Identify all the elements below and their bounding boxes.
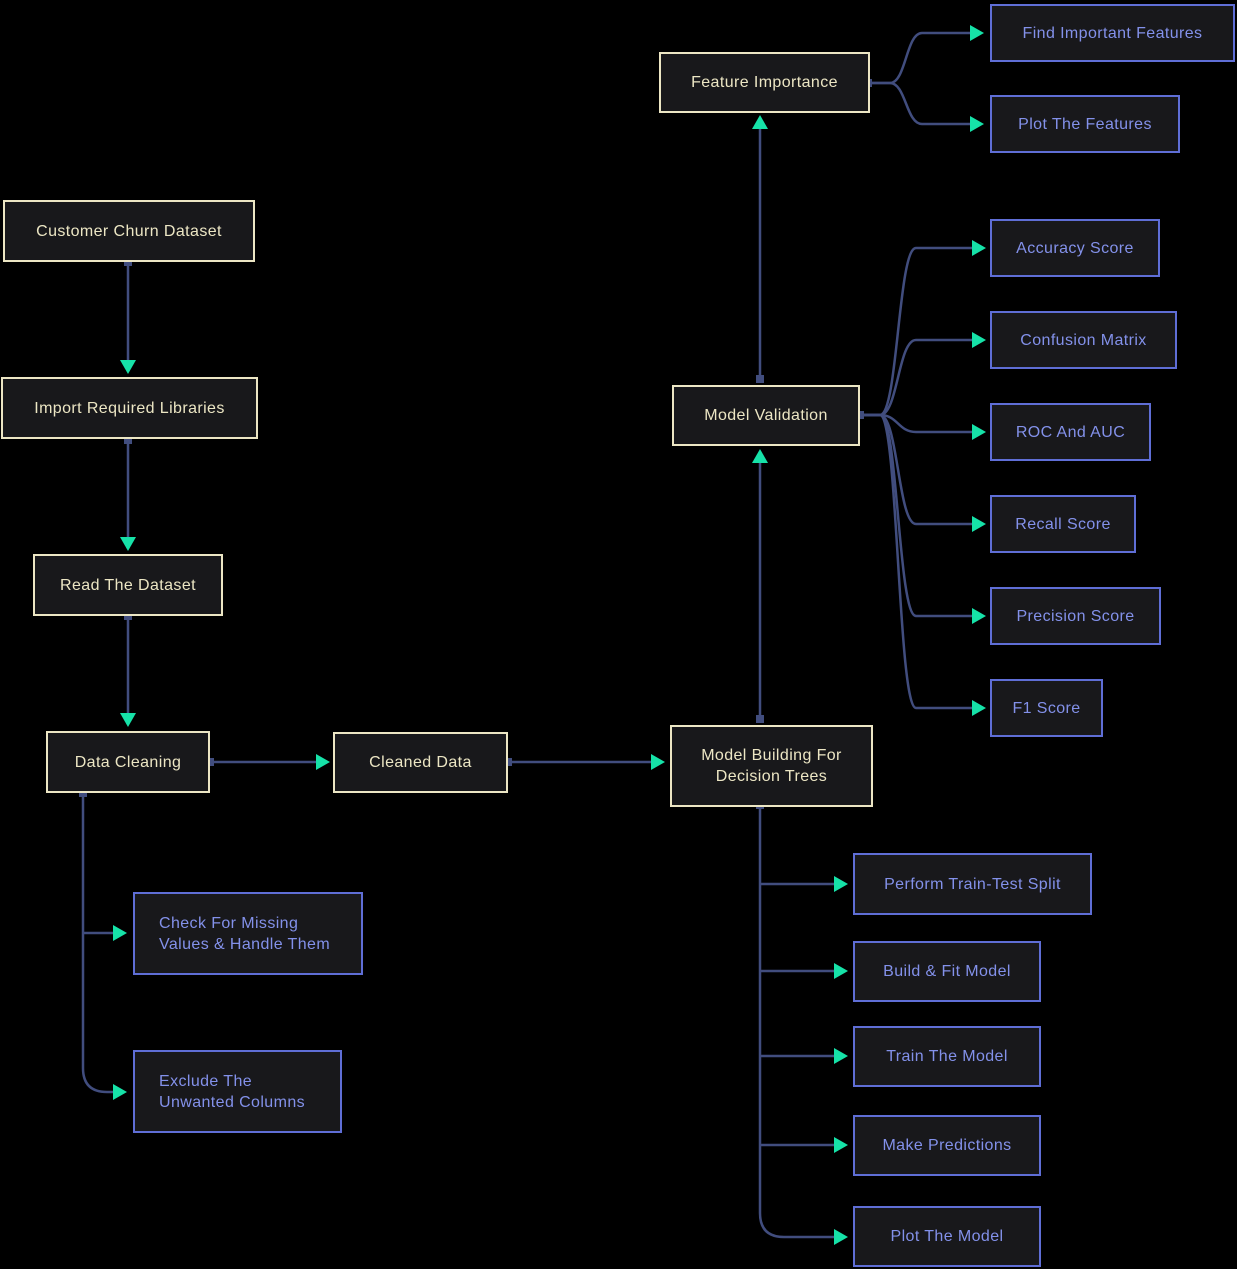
node-build-fit-model[interactable]: Build & Fit Model [853, 941, 1041, 1002]
node-plot-the-features[interactable]: Plot The Features [990, 95, 1180, 153]
node-feature-importance[interactable]: Feature Importance [659, 52, 870, 113]
node-data-cleaning[interactable]: Data Cleaning [46, 731, 210, 793]
arrowhead-right-icon [972, 700, 986, 716]
arrowhead-right-icon [972, 240, 986, 256]
edge-model-building-to-validation [752, 449, 768, 723]
arrowhead-right-icon [970, 25, 984, 41]
node-exclude-unwanted-columns-label: Exclude The Unwanted Columns [159, 1072, 306, 1111]
node-feature-importance-label: Feature Importance [691, 74, 838, 91]
edge-import-to-read [120, 436, 136, 551]
edge-cleaned-data-to-model-building [504, 754, 665, 770]
node-model-validation-label: Model Validation [704, 407, 828, 424]
node-plot-the-features-label: Plot The Features [1018, 115, 1152, 133]
node-train-the-model[interactable]: Train The Model [853, 1026, 1041, 1087]
node-model-building-decision-trees-label: Model Building For Decision Trees [701, 747, 842, 785]
node-roc-and-auc[interactable]: ROC And AUC [990, 403, 1151, 461]
node-build-fit-model-label: Build & Fit Model [883, 963, 1011, 980]
arrowhead-right-icon [972, 332, 986, 348]
node-data-cleaning-label: Data Cleaning [74, 753, 182, 771]
node-precision-score[interactable]: Precision Score [990, 587, 1161, 645]
node-perform-train-test-split[interactable]: Perform Train-Test Split [853, 853, 1092, 915]
node-accuracy-score[interactable]: Accuracy Score [990, 219, 1160, 277]
edge-validation-to-feature-importance [752, 115, 768, 383]
node-accuracy-score-label: Accuracy Score [1016, 239, 1134, 257]
node-roc-and-auc-label: ROC And AUC [1015, 423, 1126, 441]
arrowhead-right-icon [972, 516, 986, 532]
node-train-the-model-label: Train The Model [886, 1048, 1008, 1065]
arrowhead-down-icon [120, 360, 136, 374]
node-find-important-features[interactable]: Find Important Features [990, 4, 1235, 62]
edge-cleaning-to-cleaned-data [206, 754, 330, 770]
node-check-for-missing-values-label: Check For Missing Values & Handle Them [159, 914, 331, 953]
node-exclude-unwanted-columns[interactable]: Exclude The Unwanted Columns [133, 1050, 342, 1133]
arrowhead-right-icon [834, 963, 848, 979]
arrowhead-down-icon [120, 713, 136, 727]
arrowhead-right-icon [834, 876, 848, 892]
node-plot-the-model[interactable]: Plot The Model [853, 1206, 1041, 1267]
edge-read-to-cleaning [120, 612, 136, 727]
node-customer-churn-dataset[interactable]: Customer Churn Dataset [3, 200, 255, 262]
arrowhead-up-icon [752, 449, 768, 463]
node-model-building-decision-trees[interactable]: Model Building For Decision Trees [670, 725, 873, 807]
node-customer-churn-dataset-label: Customer Churn Dataset [36, 222, 222, 240]
node-make-predictions[interactable]: Make Predictions [853, 1115, 1041, 1176]
node-model-validation[interactable]: Model Validation [672, 385, 860, 446]
node-precision-score-label: Precision Score [1016, 607, 1135, 625]
arrowhead-right-icon [972, 424, 986, 440]
arrowhead-right-icon [316, 754, 330, 770]
node-recall-score[interactable]: Recall Score [990, 495, 1136, 553]
arrowhead-down-icon [120, 537, 136, 551]
arrowhead-right-icon [113, 925, 127, 941]
node-import-required-libraries-label: Import Required Libraries [34, 399, 225, 417]
node-f1-score[interactable]: F1 Score [990, 679, 1103, 737]
edge-data-cleaning-steps [79, 789, 127, 1100]
arrowhead-right-icon [834, 1048, 848, 1064]
arrowhead-right-icon [834, 1137, 848, 1153]
arrowhead-right-icon [651, 754, 665, 770]
node-make-predictions-label: Make Predictions [882, 1137, 1012, 1154]
node-f1-score-label: F1 Score [1012, 699, 1081, 717]
arrowhead-up-icon [752, 115, 768, 129]
edge-model-validation-branches [856, 240, 986, 716]
node-confusion-matrix-label: Confusion Matrix [1020, 331, 1147, 349]
node-read-the-dataset[interactable]: Read The Dataset [33, 554, 223, 616]
node-find-important-features-label: Find Important Features [1022, 24, 1203, 42]
arrowhead-right-icon [970, 116, 984, 132]
edge-feature-importance-branches [864, 25, 984, 132]
node-check-for-missing-values[interactable]: Check For Missing Values & Handle Them [133, 892, 363, 975]
node-cleaned-data-label: Cleaned Data [369, 754, 472, 771]
node-recall-score-label: Recall Score [1015, 515, 1111, 533]
node-confusion-matrix[interactable]: Confusion Matrix [990, 311, 1177, 369]
node-perform-train-test-split-label: Perform Train-Test Split [884, 875, 1061, 893]
arrowhead-right-icon [113, 1084, 127, 1100]
arrowhead-right-icon [834, 1229, 848, 1245]
edge-dataset-to-import [120, 258, 136, 374]
arrowhead-right-icon [972, 608, 986, 624]
node-plot-the-model-label: Plot The Model [890, 1228, 1004, 1245]
node-import-required-libraries[interactable]: Import Required Libraries [1, 377, 258, 439]
node-cleaned-data[interactable]: Cleaned Data [333, 732, 508, 793]
node-read-the-dataset-label: Read The Dataset [60, 576, 196, 594]
edge-model-building-steps [756, 801, 848, 1245]
